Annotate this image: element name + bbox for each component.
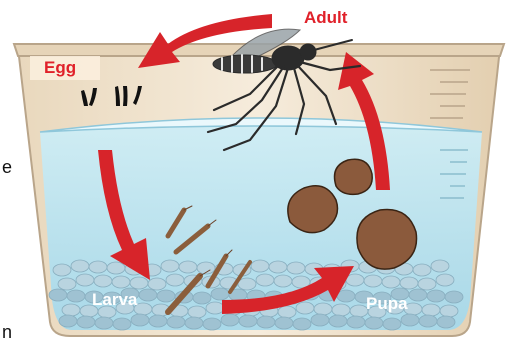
pebble [211,288,229,300]
pebble [400,277,418,289]
pebble [274,275,292,287]
pebble [314,303,332,315]
pebble [94,275,112,287]
mosquito-head [300,44,316,60]
pebble [436,274,454,286]
pebble [58,278,76,290]
pebble [401,314,419,326]
pebble [445,291,463,303]
pebble [329,315,347,327]
pebble [383,318,401,330]
pebble [77,316,95,328]
pebble [365,317,383,329]
edge-text-bottom: n [2,322,12,342]
pebble [107,262,125,274]
pebble [67,290,85,302]
pebble [76,274,94,286]
pebble [188,306,206,318]
pebble [257,316,275,328]
pebble [113,318,131,330]
pebble [364,275,382,287]
pebble [167,316,185,328]
pebble [413,264,431,276]
pebble [382,276,400,288]
pebble [332,304,350,316]
pebble [296,302,314,314]
pebble [419,315,437,327]
pebble [437,316,455,328]
pebble [275,317,293,329]
pebble [418,278,436,290]
pebble [89,261,107,273]
pebble [157,290,175,302]
pebble [311,314,329,326]
adult-label: Adult [304,8,348,27]
pebble [161,260,179,272]
larva-label: Larva [92,290,138,309]
pebble [179,261,197,273]
pebble [238,278,256,290]
pebble [239,315,257,327]
pebble [193,292,211,304]
pupa [357,209,417,269]
pebble [422,304,440,316]
pupa [335,159,373,194]
pebble [203,318,221,330]
pebble [49,289,67,301]
pebble [139,289,157,301]
pebble [53,264,71,276]
pebble [131,314,149,326]
pebble [62,304,80,316]
pebble [148,278,166,290]
pebble [112,276,130,288]
pebble [269,261,287,273]
pebble [95,317,113,329]
pebble [221,314,239,326]
pebble [337,290,355,302]
pebble [278,306,296,318]
pebble [287,262,305,274]
pebble [346,274,364,286]
pebble [149,315,167,327]
pebble [185,317,203,329]
edge-text-right: e [2,157,12,177]
pebble [251,260,269,272]
pebble [130,277,148,289]
pebble [347,316,365,328]
egg-label: Egg [44,58,76,77]
egg-mark [123,86,128,106]
pebble [59,315,77,327]
pebble [206,302,224,314]
pebble [293,318,311,330]
pupa-label: Pupa [366,294,408,313]
pebble [166,274,184,286]
pebble [431,260,449,272]
pebble [427,290,445,302]
pebble [256,274,274,286]
pupa [288,186,338,233]
pebble [409,289,427,301]
pebble [71,260,89,272]
pebble [440,305,458,317]
